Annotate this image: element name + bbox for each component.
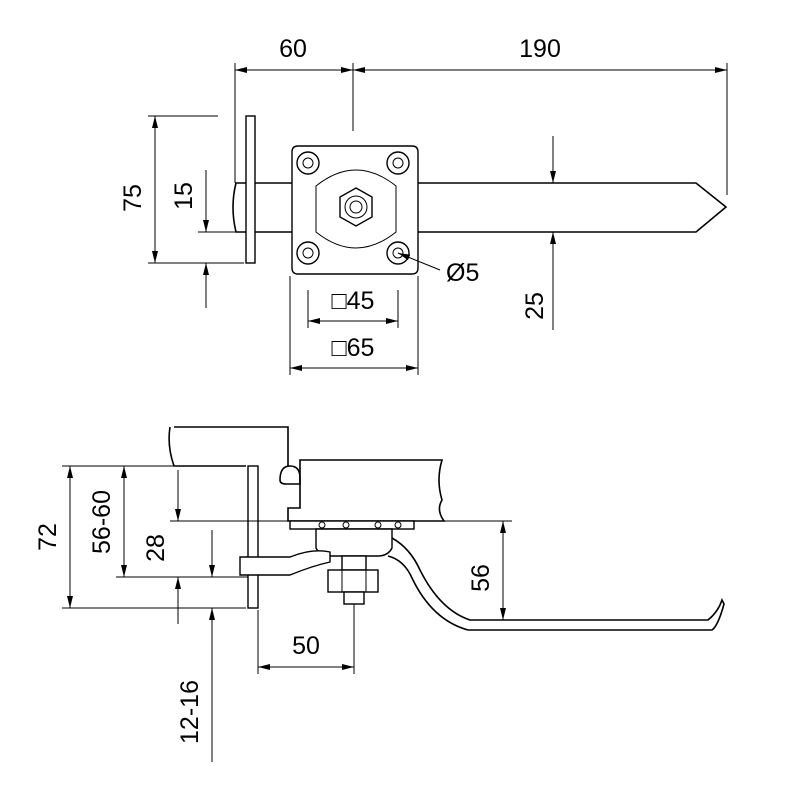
side-view: 72 56-60 28 12-16 56 50 [34,426,725,762]
dim-72-label: 72 [34,523,62,551]
dim-56-label: 56 [467,564,495,592]
dim-65-label: □65 [332,334,375,362]
base-waist [315,169,397,249]
screw-top-left [296,151,320,175]
dim-56-60-label: 56-60 [88,490,116,554]
nut [327,569,379,593]
dim-75-label: 75 [119,184,147,212]
tongue [239,550,331,576]
frame-block-left [168,426,289,467]
dim-60-label: 60 [279,35,307,63]
handle-bar [232,182,728,233]
top-view: 60 190 75 15 25 Ø5 □45 □65 [119,35,728,375]
door-plate [247,465,259,609]
dim-45-label: □45 [332,287,375,315]
bolt [341,555,367,571]
dim-50-label: 50 [292,632,320,660]
panel-block-right [287,459,446,522]
screw-bottom-left [296,241,320,265]
dim-28-label: 28 [142,534,170,562]
dim-25-label: 25 [521,292,549,320]
screw-top-right [386,151,410,175]
dim-15-label: 15 [170,182,198,210]
dim-hole-label: Ø5 [446,259,479,287]
handle-lever [387,537,725,631]
dim-190-label: 190 [519,35,561,63]
mounting-plate [245,115,256,264]
center-nut [339,187,373,227]
dim-12-16-label: 12-16 [176,680,204,744]
bolt-tip [343,591,365,605]
hook-lip [279,465,301,485]
